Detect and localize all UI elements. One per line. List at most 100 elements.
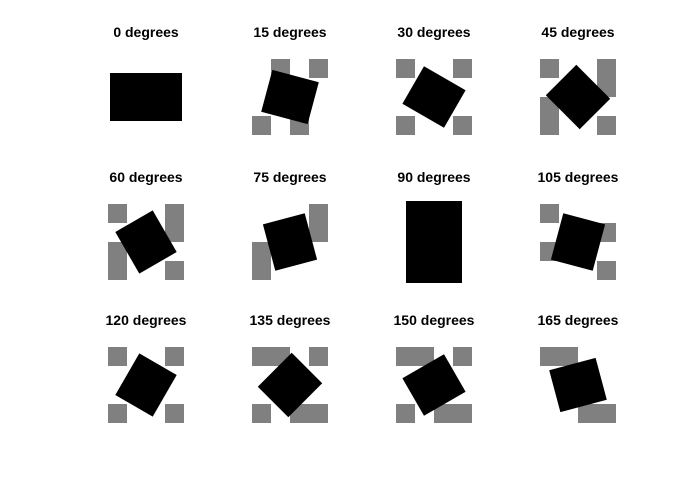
panel-title: 120 degrees [105, 312, 187, 328]
black-rotated-shape [115, 353, 177, 417]
panel-165deg: 165 degrees [518, 312, 638, 442]
gray-pixel-cell [434, 404, 453, 423]
white-pixel-cell [578, 204, 597, 223]
black-rotated-shape [545, 64, 611, 130]
black-rotated-shape [257, 352, 323, 418]
panel-title: 165 degrees [537, 312, 619, 328]
gray-pixel-cell [559, 347, 578, 366]
gray-pixel-cell [453, 404, 472, 423]
panel-120deg: 120 degrees [86, 312, 206, 442]
gray-pixel-cell [597, 59, 616, 78]
gray-pixel-cell [396, 116, 415, 135]
gray-pixel-cell [396, 347, 415, 366]
black-rotated-shape [262, 213, 318, 271]
white-pixel-cell [271, 116, 290, 135]
gray-pixel-cell [165, 404, 184, 423]
panel-60deg: 60 degrees [86, 169, 206, 299]
gray-pixel-cell [108, 204, 127, 223]
black-rotated-shape [402, 66, 466, 128]
black-rectangle [110, 73, 182, 121]
panel-title: 105 degrees [537, 169, 619, 185]
gray-pixel-cell [165, 261, 184, 280]
white-pixel-cell [108, 366, 127, 385]
gray-pixel-cell [108, 347, 127, 366]
rectangle-diagram [108, 347, 184, 423]
panel-title: 15 degrees [253, 24, 327, 40]
gray-pixel-cell [396, 59, 415, 78]
gray-pixel-cell [597, 404, 616, 423]
white-pixel-cell [540, 223, 559, 242]
rectangle-diagram [540, 347, 616, 423]
gray-pixel-cell [578, 404, 597, 423]
panel-title: 90 degrees [397, 169, 471, 185]
white-pixel-cell [252, 78, 271, 97]
gray-pixel-cell [252, 261, 271, 280]
rectangle-diagram [540, 59, 616, 135]
black-rotated-shape [115, 210, 177, 274]
panel-90deg: 90 degrees [374, 169, 494, 299]
rectangle-diagram [252, 204, 328, 280]
gray-pixel-cell [108, 261, 127, 280]
panel-title: 60 degrees [109, 169, 183, 185]
gray-pixel-cell [309, 204, 328, 223]
gray-pixel-cell [165, 347, 184, 366]
panel-150deg: 150 degrees [374, 312, 494, 442]
rectangle-diagram [252, 59, 328, 135]
gray-pixel-cell [309, 347, 328, 366]
gray-pixel-cell [597, 261, 616, 280]
white-pixel-cell [309, 97, 328, 116]
gray-pixel-cell [540, 204, 559, 223]
black-rotated-shape [261, 69, 319, 125]
gray-pixel-cell [252, 404, 271, 423]
rectangle-diagram [396, 347, 472, 423]
black-rotated-shape [550, 213, 606, 271]
white-pixel-cell [597, 242, 616, 261]
panel-45deg: 45 degrees [518, 24, 638, 154]
gray-pixel-cell [453, 116, 472, 135]
gray-pixel-cell [597, 116, 616, 135]
gray-pixel-cell [252, 347, 271, 366]
panel-15deg: 15 degrees [230, 24, 350, 154]
gray-pixel-cell [540, 59, 559, 78]
panel-30deg: 30 degrees [374, 24, 494, 154]
gray-pixel-cell [309, 223, 328, 242]
black-rotated-shape [402, 354, 466, 416]
rectangle-diagram [252, 347, 328, 423]
panel-title: 0 degrees [113, 24, 179, 40]
gray-pixel-cell [453, 347, 472, 366]
gray-pixel-cell [453, 59, 472, 78]
panel-title: 30 degrees [397, 24, 471, 40]
white-pixel-cell [290, 59, 309, 78]
gray-pixel-cell [252, 242, 271, 261]
panel-0deg: 0 degrees [86, 24, 206, 154]
panel-title: 45 degrees [541, 24, 615, 40]
white-pixel-cell [415, 116, 434, 135]
gray-pixel-cell [309, 404, 328, 423]
white-pixel-cell [434, 59, 453, 78]
gray-pixel-cell [396, 404, 415, 423]
gray-pixel-cell [165, 223, 184, 242]
rectangle-diagram [540, 204, 616, 280]
white-pixel-cell [165, 385, 184, 404]
rectangle-diagram [406, 201, 462, 283]
black-rectangle [406, 201, 462, 283]
black-rotated-shape [549, 357, 607, 413]
gray-pixel-cell [415, 347, 434, 366]
panel-title: 75 degrees [253, 169, 327, 185]
panel-title: 150 degrees [393, 312, 475, 328]
gray-pixel-cell [540, 347, 559, 366]
rectangle-diagram [108, 204, 184, 280]
gray-pixel-cell [108, 404, 127, 423]
gray-pixel-cell [252, 116, 271, 135]
panel-title: 135 degrees [249, 312, 331, 328]
gray-pixel-cell [165, 204, 184, 223]
panel-75deg: 75 degrees [230, 169, 350, 299]
panel-105deg: 105 degrees [518, 169, 638, 299]
white-pixel-cell [559, 261, 578, 280]
rectangle-diagram [110, 73, 182, 121]
gray-pixel-cell [540, 116, 559, 135]
panel-135deg: 135 degrees [230, 312, 350, 442]
gray-pixel-cell [108, 242, 127, 261]
rectangle-diagram [396, 59, 472, 135]
